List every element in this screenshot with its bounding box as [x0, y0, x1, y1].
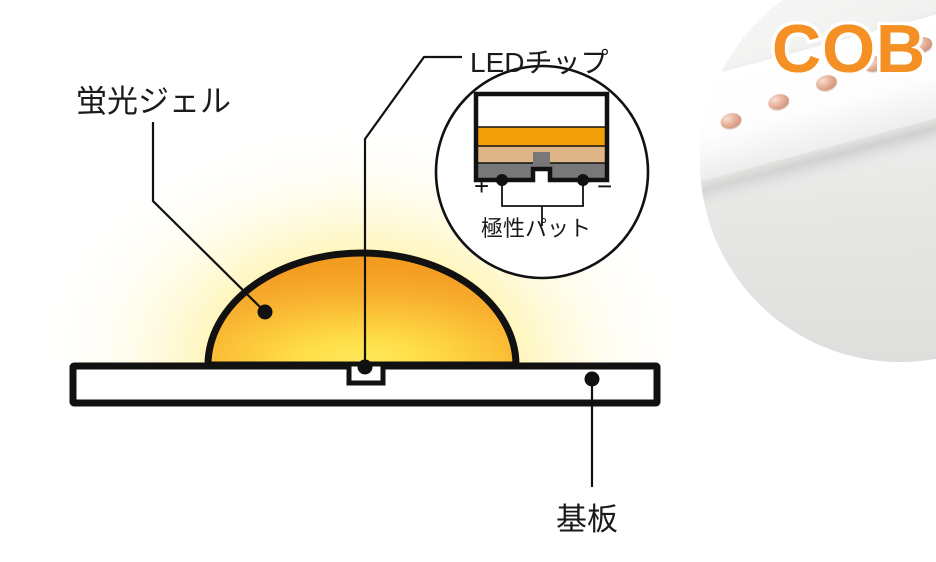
leader-line-chip [363, 55, 462, 366]
label-substrate: 基板 [556, 502, 618, 537]
leader-line-gel [151, 122, 265, 312]
chip-stack-outline [473, 91, 610, 183]
layer-encapsulant [476, 94, 607, 127]
leader-dot-chip [357, 359, 373, 375]
cob-logo: COB [772, 11, 927, 87]
layer-phosphor [476, 127, 607, 146]
label-polarity-pad: 極性パット [481, 216, 592, 241]
phosphor-gel-dome [204, 249, 520, 369]
layer-die-substrate [476, 152, 607, 180]
chip-layer-stack [473, 91, 610, 183]
leader-dot-gel [257, 304, 273, 320]
polarity-minus-sign: − [597, 171, 613, 201]
polarity-callout [496, 174, 589, 226]
polarity-plus-sign: + [474, 171, 490, 201]
cob-logo-outline: COB [768, 8, 928, 91]
label-led-chip: LEDチップ [470, 47, 609, 78]
pad-dot-negative [577, 174, 589, 186]
label-phosphor-gel: 蛍光ジェル [76, 84, 231, 119]
leader-dot-substrate [584, 371, 600, 387]
pad-dot-positive [496, 174, 508, 186]
